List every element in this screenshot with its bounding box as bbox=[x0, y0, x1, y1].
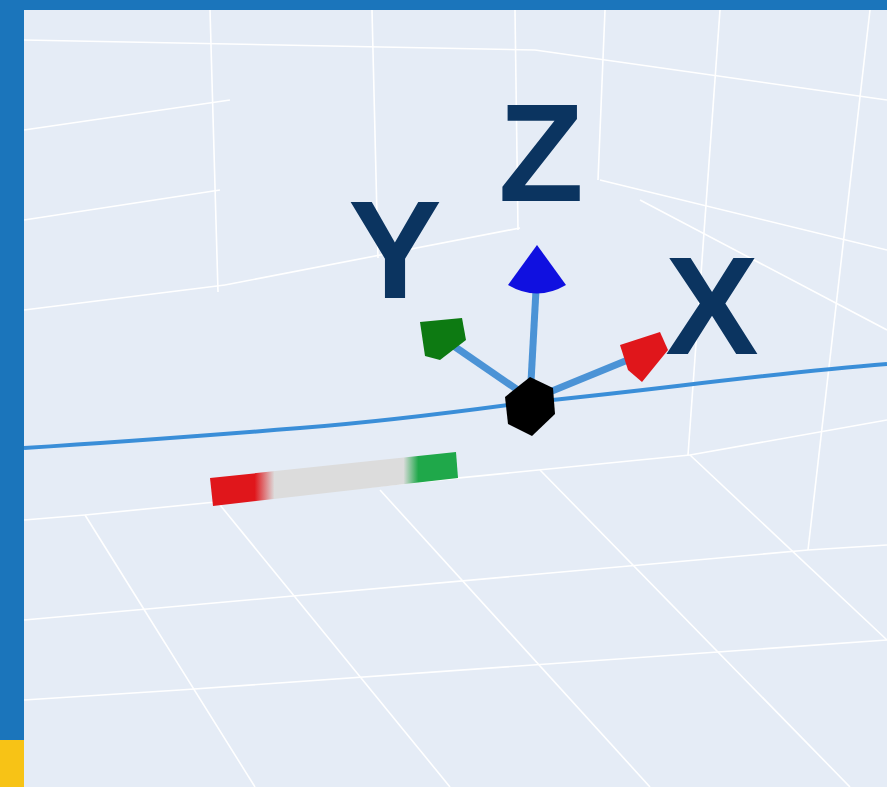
top-border bbox=[0, 0, 887, 10]
grid-lines bbox=[24, 10, 887, 787]
trajectory-line bbox=[24, 364, 887, 448]
axis-label: Y bbox=[348, 180, 441, 320]
orientation-bar bbox=[210, 452, 458, 506]
left-border bbox=[0, 0, 24, 740]
axis-label: X bbox=[665, 236, 758, 376]
corner-accent bbox=[0, 740, 24, 787]
axis-label: Z bbox=[498, 83, 584, 223]
axis-triad bbox=[420, 245, 668, 436]
